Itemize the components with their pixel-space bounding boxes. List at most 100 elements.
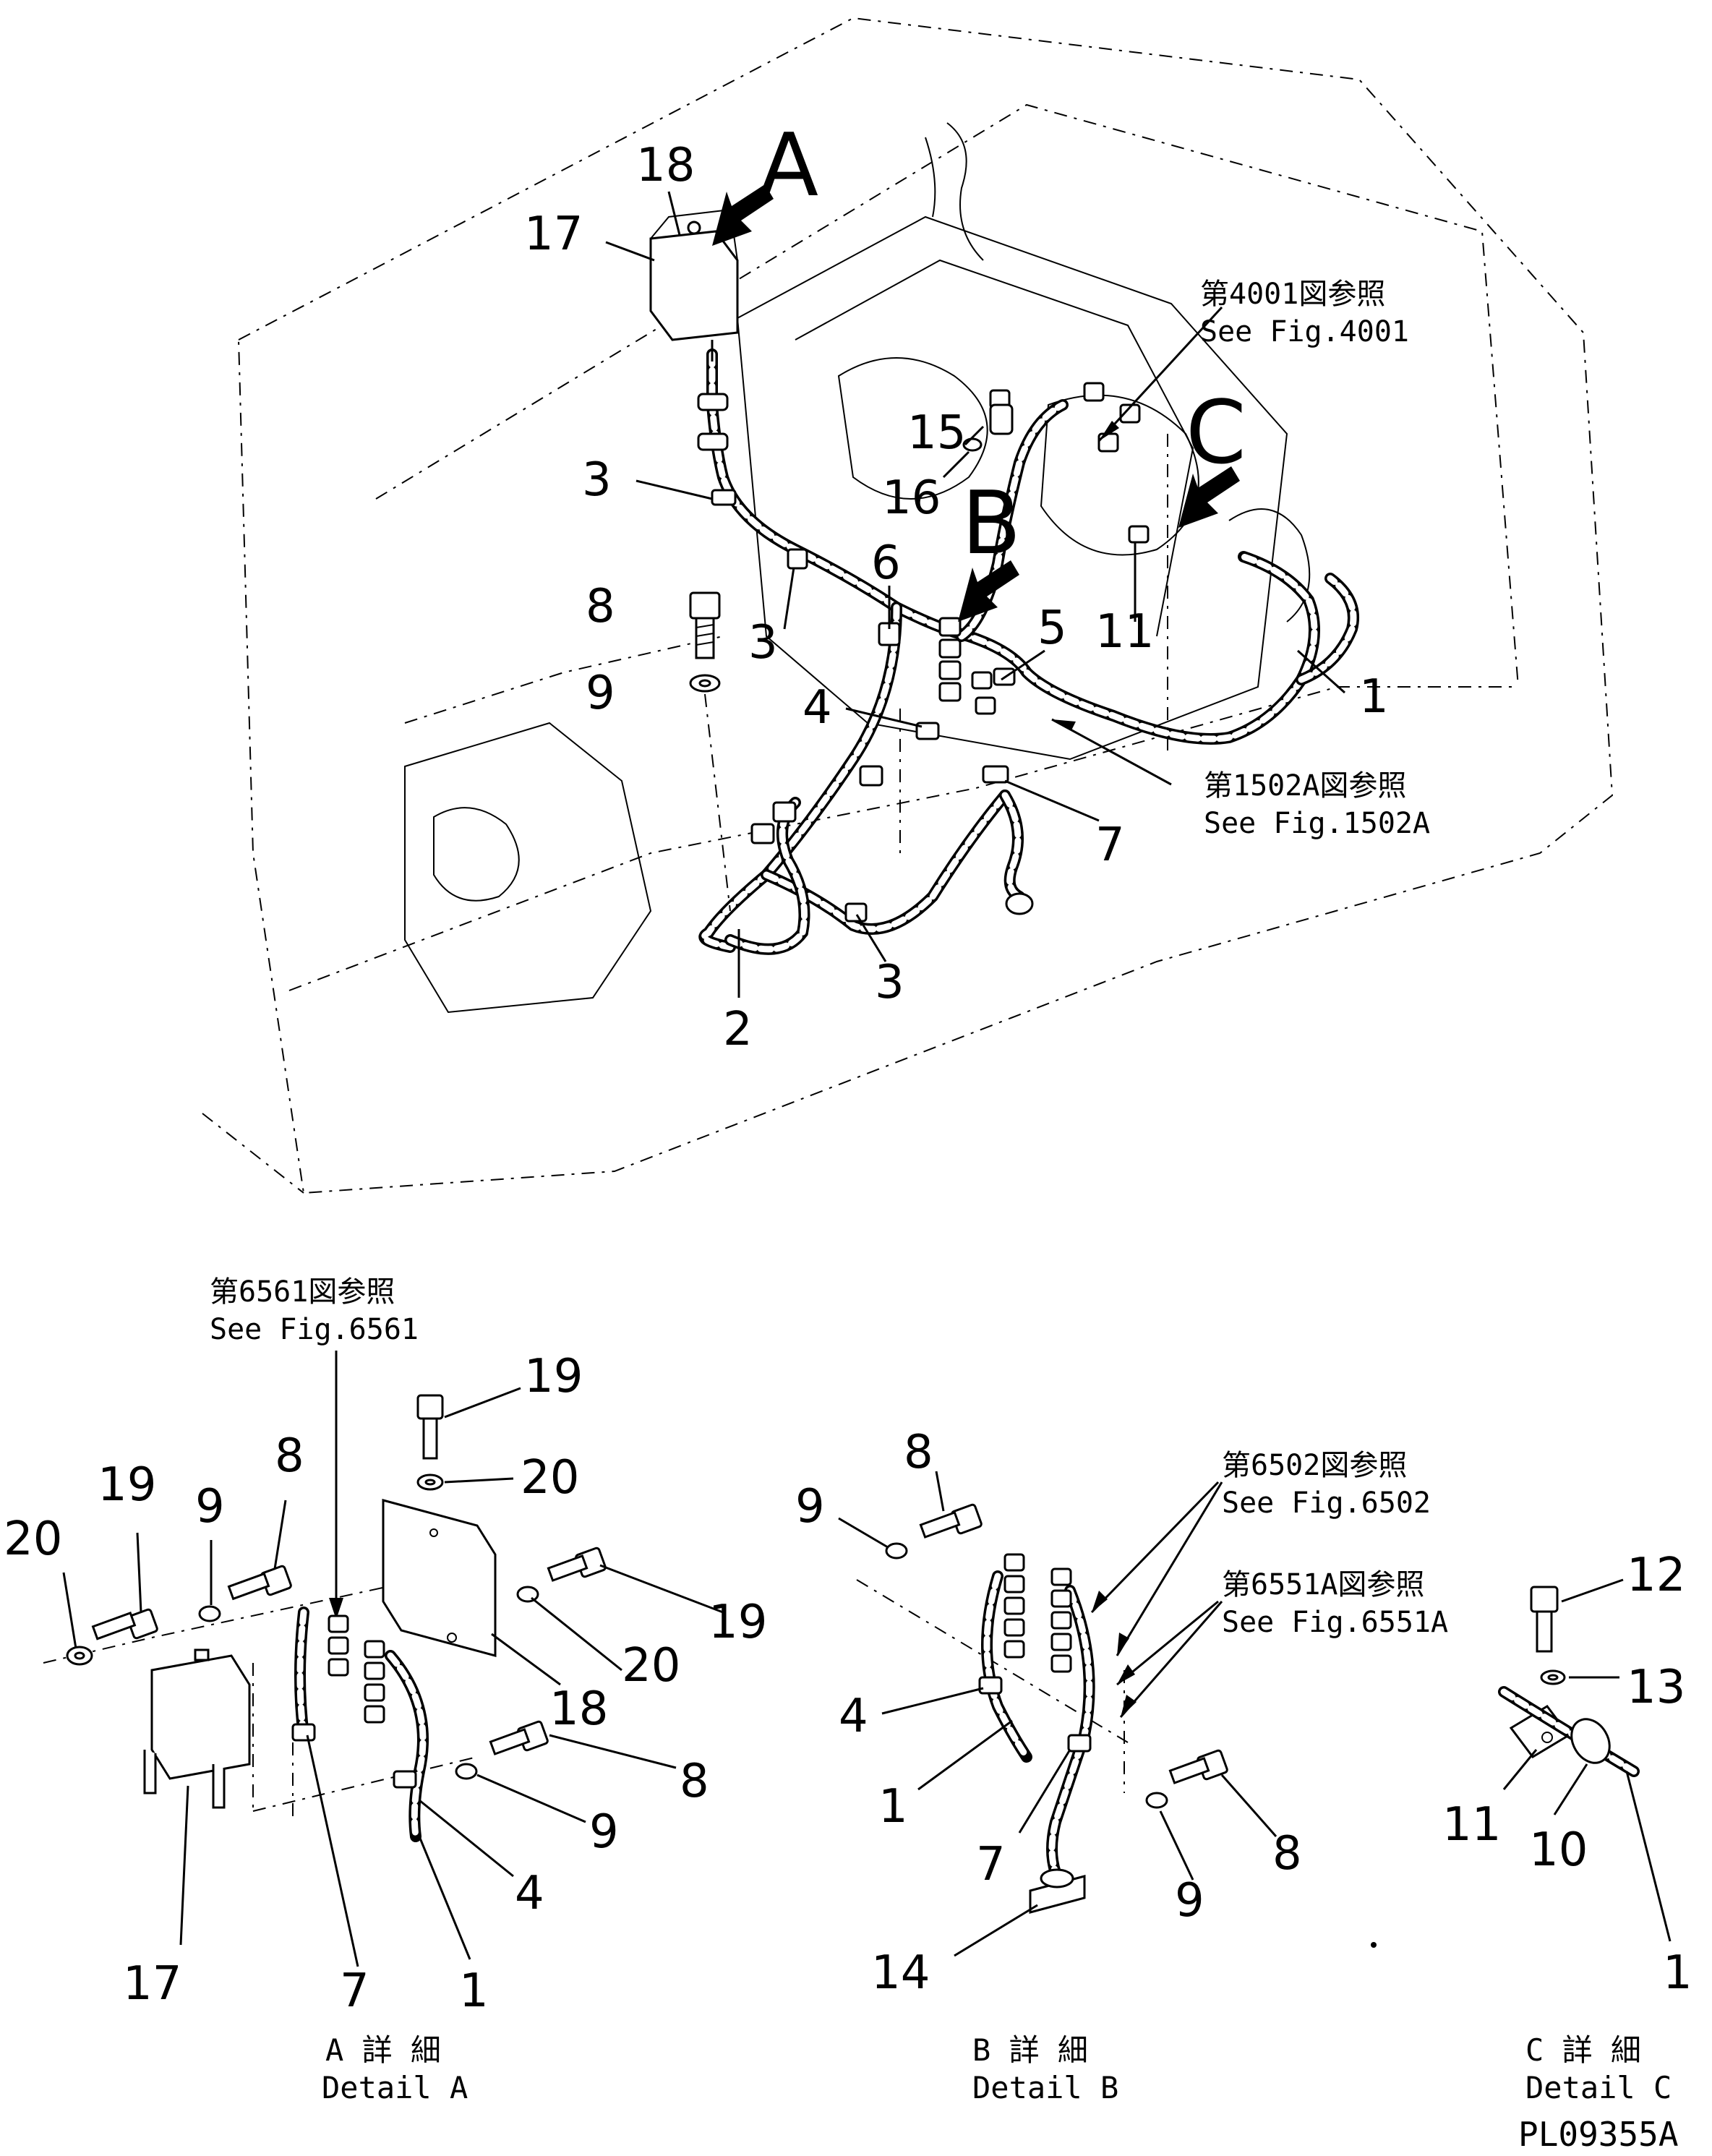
callout-8: 8 [275, 1429, 304, 1483]
detail-b-callouts: 8 9 4 1 7 8 9 14 [795, 1426, 1302, 2000]
bolt-8-right [489, 1720, 549, 1755]
svg-text:See Fig.4001: See Fig.4001 [1200, 315, 1409, 348]
svg-text:Detail A: Detail A [322, 2070, 468, 2105]
callout-18: 18 [636, 139, 695, 192]
callout-9: 9 [589, 1805, 619, 1859]
controller-17-detail [143, 1648, 251, 1809]
callout-7: 7 [976, 1838, 1006, 1891]
detail-c-caption: C 詳 細 Detail C [1525, 2032, 1672, 2105]
callout-19: 19 [524, 1350, 583, 1403]
svg-text:See Fig.6502: See Fig.6502 [1222, 1486, 1431, 1520]
detail-a-caption: A 詳 細 Detail A [322, 2032, 468, 2105]
connectors-b [978, 1553, 1092, 1753]
callout-19: 19 [98, 1458, 156, 1512]
washer-9 [689, 674, 731, 912]
fig-ref-6561: 第6561図参照 See Fig.6561 [210, 1275, 419, 1346]
cover-18-detail [382, 1499, 497, 1657]
wire-harness [698, 348, 1359, 955]
callout-8: 8 [904, 1426, 933, 1479]
detail-b-marker: B [962, 474, 1021, 574]
svg-text:See Fig.6561: See Fig.6561 [210, 1313, 419, 1346]
grommet-10 [1570, 1718, 1611, 1764]
callout-17: 17 [524, 208, 583, 261]
callout-20: 20 [622, 1639, 680, 1693]
arrow-c-icon [1178, 466, 1240, 528]
main-view: A B C 1 2 3 3 [202, 17, 1614, 1194]
bolt-19-right [547, 1547, 607, 1582]
svg-text:第1502A図参照: 第1502A図参照 [1204, 769, 1406, 803]
washer-20-left [66, 1646, 93, 1666]
callout-8: 8 [1272, 1827, 1302, 1881]
callout-18: 18 [549, 1682, 608, 1736]
detail-c-marker: C [1186, 383, 1246, 484]
callout-20: 20 [521, 1451, 579, 1505]
callout-12: 12 [1627, 1549, 1685, 1602]
callout-6: 6 [871, 536, 901, 590]
callout-4: 4 [515, 1867, 544, 1920]
washer-9-left [198, 1605, 221, 1622]
callout-17: 17 [123, 1957, 181, 2011]
washer-13 [1540, 1669, 1566, 1685]
callout-16: 16 [882, 471, 941, 525]
detail-a-leaders [62, 1387, 724, 1967]
svg-text:See Fig.6551A: See Fig.6551A [1222, 1606, 1448, 1639]
callout-1: 1 [459, 1964, 489, 2018]
callout-10: 10 [1529, 1823, 1588, 1877]
callout-5: 5 [1037, 602, 1067, 655]
fig-ref-4001: 第4001図参照 See Fig.4001 [1200, 278, 1409, 348]
callout-14: 14 [871, 1946, 930, 2000]
bolt-19-left [91, 1608, 158, 1640]
fig-ref-6502: 第6502図参照 See Fig.6502 [1222, 1449, 1431, 1520]
callout-15: 15 [907, 406, 966, 460]
fig-ref-1502a: 第1502A図参照 See Fig.1502A [1204, 769, 1430, 840]
callout-7: 7 [1095, 818, 1125, 872]
callout-9: 9 [195, 1480, 225, 1533]
callout-8: 8 [680, 1755, 709, 1808]
engine-block [404, 122, 1311, 1014]
detail-c: 12 13 11 10 1 C 詳 細 Detail C [1442, 1549, 1692, 2105]
detail-b: 第6502図参照 See Fig.6502 第6551A図参照 See Fig.… [795, 1426, 1448, 2105]
harness-clamps [697, 393, 1150, 923]
callout-7: 7 [340, 1964, 369, 2018]
svg-text:See Fig.1502A: See Fig.1502A [1204, 807, 1430, 840]
detail-a-callouts: 20 19 9 8 19 20 19 20 18 8 9 4 17 7 1 [4, 1350, 767, 2018]
controller-17 [649, 208, 739, 362]
main-callouts: 1 2 3 3 3 4 5 6 7 8 9 11 15 16 17 18 [524, 139, 1389, 1056]
detail-b-caption: B 詳 細 Detail B [972, 2032, 1118, 2105]
callout-4: 4 [839, 1690, 868, 1743]
callout-3: 3 [875, 956, 904, 1009]
callout-9: 9 [1175, 1874, 1204, 1928]
callout-11: 11 [1442, 1798, 1501, 1852]
svg-text:A 詳 細: A 詳 細 [325, 2032, 441, 2068]
bolt-8-detail-b-lower [1168, 1749, 1228, 1784]
bolt-8 [689, 591, 721, 659]
callout-1: 1 [1663, 1946, 1692, 2000]
svg-text:第6502図参照: 第6502図参照 [1222, 1449, 1407, 1482]
arrow-b-icon [958, 560, 1019, 622]
callout-2: 2 [723, 1003, 753, 1056]
callout-13: 13 [1627, 1661, 1685, 1714]
callout-19: 19 [709, 1596, 767, 1649]
callout-4: 4 [803, 681, 832, 735]
detail-c-leaders [1502, 1578, 1672, 1942]
svg-text:B 詳 細: B 詳 細 [972, 2032, 1088, 2068]
svg-text:第6561図参照: 第6561図参照 [210, 1275, 395, 1309]
harness-connectors [750, 382, 1141, 915]
callout-1: 1 [1359, 670, 1389, 724]
svg-text:Detail B: Detail B [972, 2070, 1118, 2105]
svg-text:Detail C: Detail C [1525, 2070, 1672, 2105]
connectors-a [291, 1614, 417, 1789]
svg-text:C 詳 細: C 詳 細 [1525, 2032, 1641, 2068]
svg-text:第4001図参照: 第4001図参照 [1200, 278, 1385, 311]
detail-a: 第6561図参照 See Fig.6561 [4, 1275, 767, 2105]
bolt-8-left [227, 1565, 292, 1601]
callout-11: 11 [1095, 605, 1154, 659]
callout-9: 9 [795, 1480, 825, 1533]
drawing-code: PL09355A [1518, 2115, 1679, 2154]
bolt-19-top [416, 1394, 444, 1460]
bolt-12 [1530, 1586, 1559, 1653]
washer-9-detail-b-lower [1145, 1792, 1168, 1809]
arrow-a-icon [712, 184, 774, 246]
fig-ref-6551a: 第6551A図参照 See Fig.6551A [1222, 1568, 1448, 1639]
